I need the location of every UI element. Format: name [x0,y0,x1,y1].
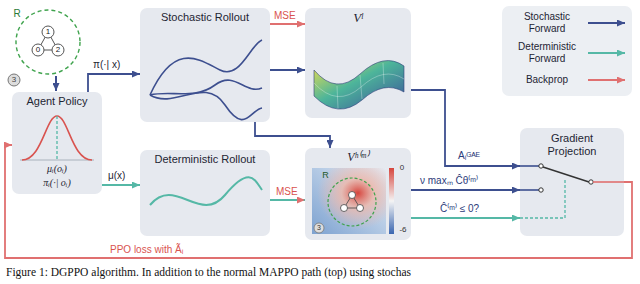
callout-number-wrap: 2 [52,44,64,56]
callout-number: R [321,170,330,181]
callout-number-wrap: 0 [32,44,44,56]
process-box: Vˡ [305,8,411,118]
switch-symbol [520,164,624,218]
callout-number-wrap: 0 [397,163,407,173]
rollout-curves [150,40,262,120]
callout-number-wrap: R [321,170,330,181]
callout-number: 3 [314,223,324,233]
cost-heatmap [312,168,394,234]
connector [411,90,520,166]
callout-number: 0 [397,163,407,173]
box-text: Stochastic Rollout [144,11,266,24]
box-text: μᵢ(oᵢ) [16,163,98,175]
edge-label: ν maxₘ Ĉθ⁽ᵐ⁾ [420,175,478,187]
legend-arrow [588,52,625,54]
connector [102,184,140,186]
box-text: Vˡ [309,10,407,26]
box-text: Vʰ⁽ᵐ⁾ [309,150,407,164]
callout-number: -6 [396,225,410,235]
legend-text-wrap: Deterministic Forward [510,41,584,65]
edge-label: Aᵢᴳᴬᴱ [458,150,480,162]
process-box: Gradient Projection [520,128,624,236]
box-text: πᵢ(·| oᵢ) [16,177,98,189]
callout-number: 1 [42,26,54,38]
edge-label: MSE [276,186,298,198]
legend-text-wrap: Stochastic Forward [510,11,584,35]
box-fill [12,92,102,194]
callout-number: 2 [52,44,64,56]
policy-curve [20,116,94,160]
process-box: Agent Policy μᵢ(oᵢ) πᵢ(·| oᵢ) [12,92,102,194]
edge-label-wrap: PPO loss with Ãᵢ [110,244,183,256]
legend-text: Stochastic Forward [510,11,584,35]
connector [88,74,140,92]
box-fill [140,150,270,236]
legend-box [502,6,632,96]
callout-number: 3 [8,74,20,86]
legend-text-wrap: Backprop [510,74,584,86]
rollout-curve [150,177,262,205]
box-text: Deterministic Rollout [144,153,266,166]
legend-text: Deterministic Forward [510,41,584,65]
legend-arrow [588,79,625,81]
edge-label-wrap: π(·| x) [93,59,120,71]
connector [270,23,305,25]
edge-label-wrap: Aᵢᴳᴬᴱ [458,150,480,162]
callout-number-wrap: 3 [314,223,324,233]
edge-label-wrap: ν maxₘ Ĉθ⁽ᵐ⁾ [420,175,478,187]
connector [411,189,520,191]
process-box: Deterministic Rollout [140,150,270,236]
callout-number: 0 [32,44,44,56]
caption-wrap: Figure 1: DGPPO algorithm. In addition t… [6,266,411,280]
legend-arrow [588,22,625,24]
value-surface [314,61,404,110]
process-box: Stochastic Rollout [140,8,270,122]
callout-number-wrap: R [12,8,22,20]
box-text: Gradient Projection [528,132,616,158]
callout-number-wrap: 3 [8,74,20,86]
connector [270,69,305,71]
callout-number-wrap: 1 [42,26,54,38]
edge-label: μ(x) [108,170,125,182]
box-fill [305,148,411,240]
box-fill [520,128,624,236]
connector [270,199,305,201]
edge-label: MSE [274,10,296,22]
box-fill [305,8,411,118]
agent-graph [8,10,80,91]
connector [411,217,520,219]
legend-text: Backprop [510,74,584,86]
box-text: Agent Policy [16,95,98,108]
edge-label-wrap: μ(x) [108,170,125,182]
edge-label-wrap: MSE [276,186,298,198]
edge-label: Ĉ⁽ᵐ⁾ ≤ 0? [440,203,479,215]
edge-label: PPO loss with Ãᵢ [110,244,183,256]
connector [255,122,330,148]
edge-label-wrap: MSE [274,10,296,22]
callout-number-wrap: -6 [396,225,410,235]
box-fill [140,8,270,122]
callout-number: R [12,8,22,20]
edge-label-wrap: Ĉ⁽ᵐ⁾ ≤ 0? [440,203,479,215]
connector [5,145,632,258]
edge-label: π(·| x) [93,59,120,71]
caption: Figure 1: DGPPO algorithm. In addition t… [6,266,411,280]
